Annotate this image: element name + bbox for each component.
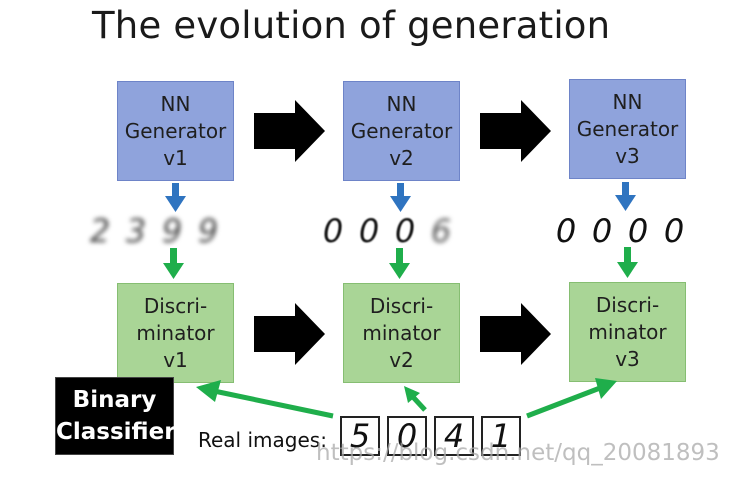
- sample-digit: 2: [89, 212, 111, 250]
- green-arrow-sample-v1: [163, 248, 184, 279]
- green-arrow-real-to-disc-v3: [526, 378, 617, 419]
- black-arrow-gen-v2-v3: [480, 100, 551, 162]
- discriminator-v3: Discri- minator v3: [569, 282, 686, 382]
- discriminator-v2: Discri- minator v2: [343, 283, 460, 383]
- blue-arrow-gen-v2: [390, 183, 411, 212]
- generated-samples-v3: 0 0 0 0: [553, 212, 687, 250]
- sample-digit: 0: [663, 212, 685, 250]
- black-arrow-disc-v1-v2: [254, 303, 325, 365]
- green-arrow-sample-v3: [617, 247, 638, 278]
- sample-digit: 0: [322, 212, 344, 250]
- sample-digit: 6: [430, 212, 452, 250]
- real-image-digit: 4: [434, 416, 474, 456]
- binary-classifier-line2: Classifier: [56, 419, 176, 445]
- sample-digit: 3: [125, 212, 147, 250]
- generator-v2: NN Generator v2: [343, 81, 460, 181]
- real-image-digit: 1: [481, 416, 521, 456]
- binary-classifier-label: Binary Classifier: [55, 377, 176, 455]
- black-arrow-gen-v1-v2: [254, 100, 325, 162]
- generator-v1: NN Generator v1: [117, 81, 234, 181]
- blue-arrow-gen-v3: [615, 182, 636, 211]
- sample-digit: 9: [161, 212, 183, 250]
- generated-samples-v1: 2 3 9 9: [87, 212, 221, 250]
- sample-digit: 0: [394, 212, 416, 250]
- sample-digit: 0: [358, 212, 380, 250]
- green-arrow-sample-v2: [389, 248, 410, 279]
- real-image-digit: 0: [387, 416, 427, 456]
- black-arrow-disc-v2-v3: [480, 303, 551, 365]
- discriminator-v1: Discri- minator v1: [117, 283, 234, 383]
- green-arrow-real-to-disc-v1: [196, 380, 334, 419]
- generated-samples-v2: 0 0 0 6: [320, 212, 454, 250]
- blue-arrow-gen-v1: [165, 183, 186, 212]
- watermark: https://blog.csdn.net/qq_20081893: [316, 440, 720, 466]
- binary-classifier-line1: Binary: [72, 387, 157, 413]
- generator-v3: NN Generator v3: [569, 79, 686, 179]
- sample-digit: 9: [197, 212, 219, 250]
- sample-digit: 0: [591, 212, 613, 250]
- sample-digit: 0: [555, 212, 577, 250]
- real-image-digit: 5: [340, 416, 380, 456]
- sample-digit: 0: [627, 212, 649, 250]
- real-images-label: Real images:: [198, 428, 327, 452]
- page-title: The evolution of generation: [92, 4, 611, 47]
- green-arrow-real-to-disc-v2: [404, 386, 427, 412]
